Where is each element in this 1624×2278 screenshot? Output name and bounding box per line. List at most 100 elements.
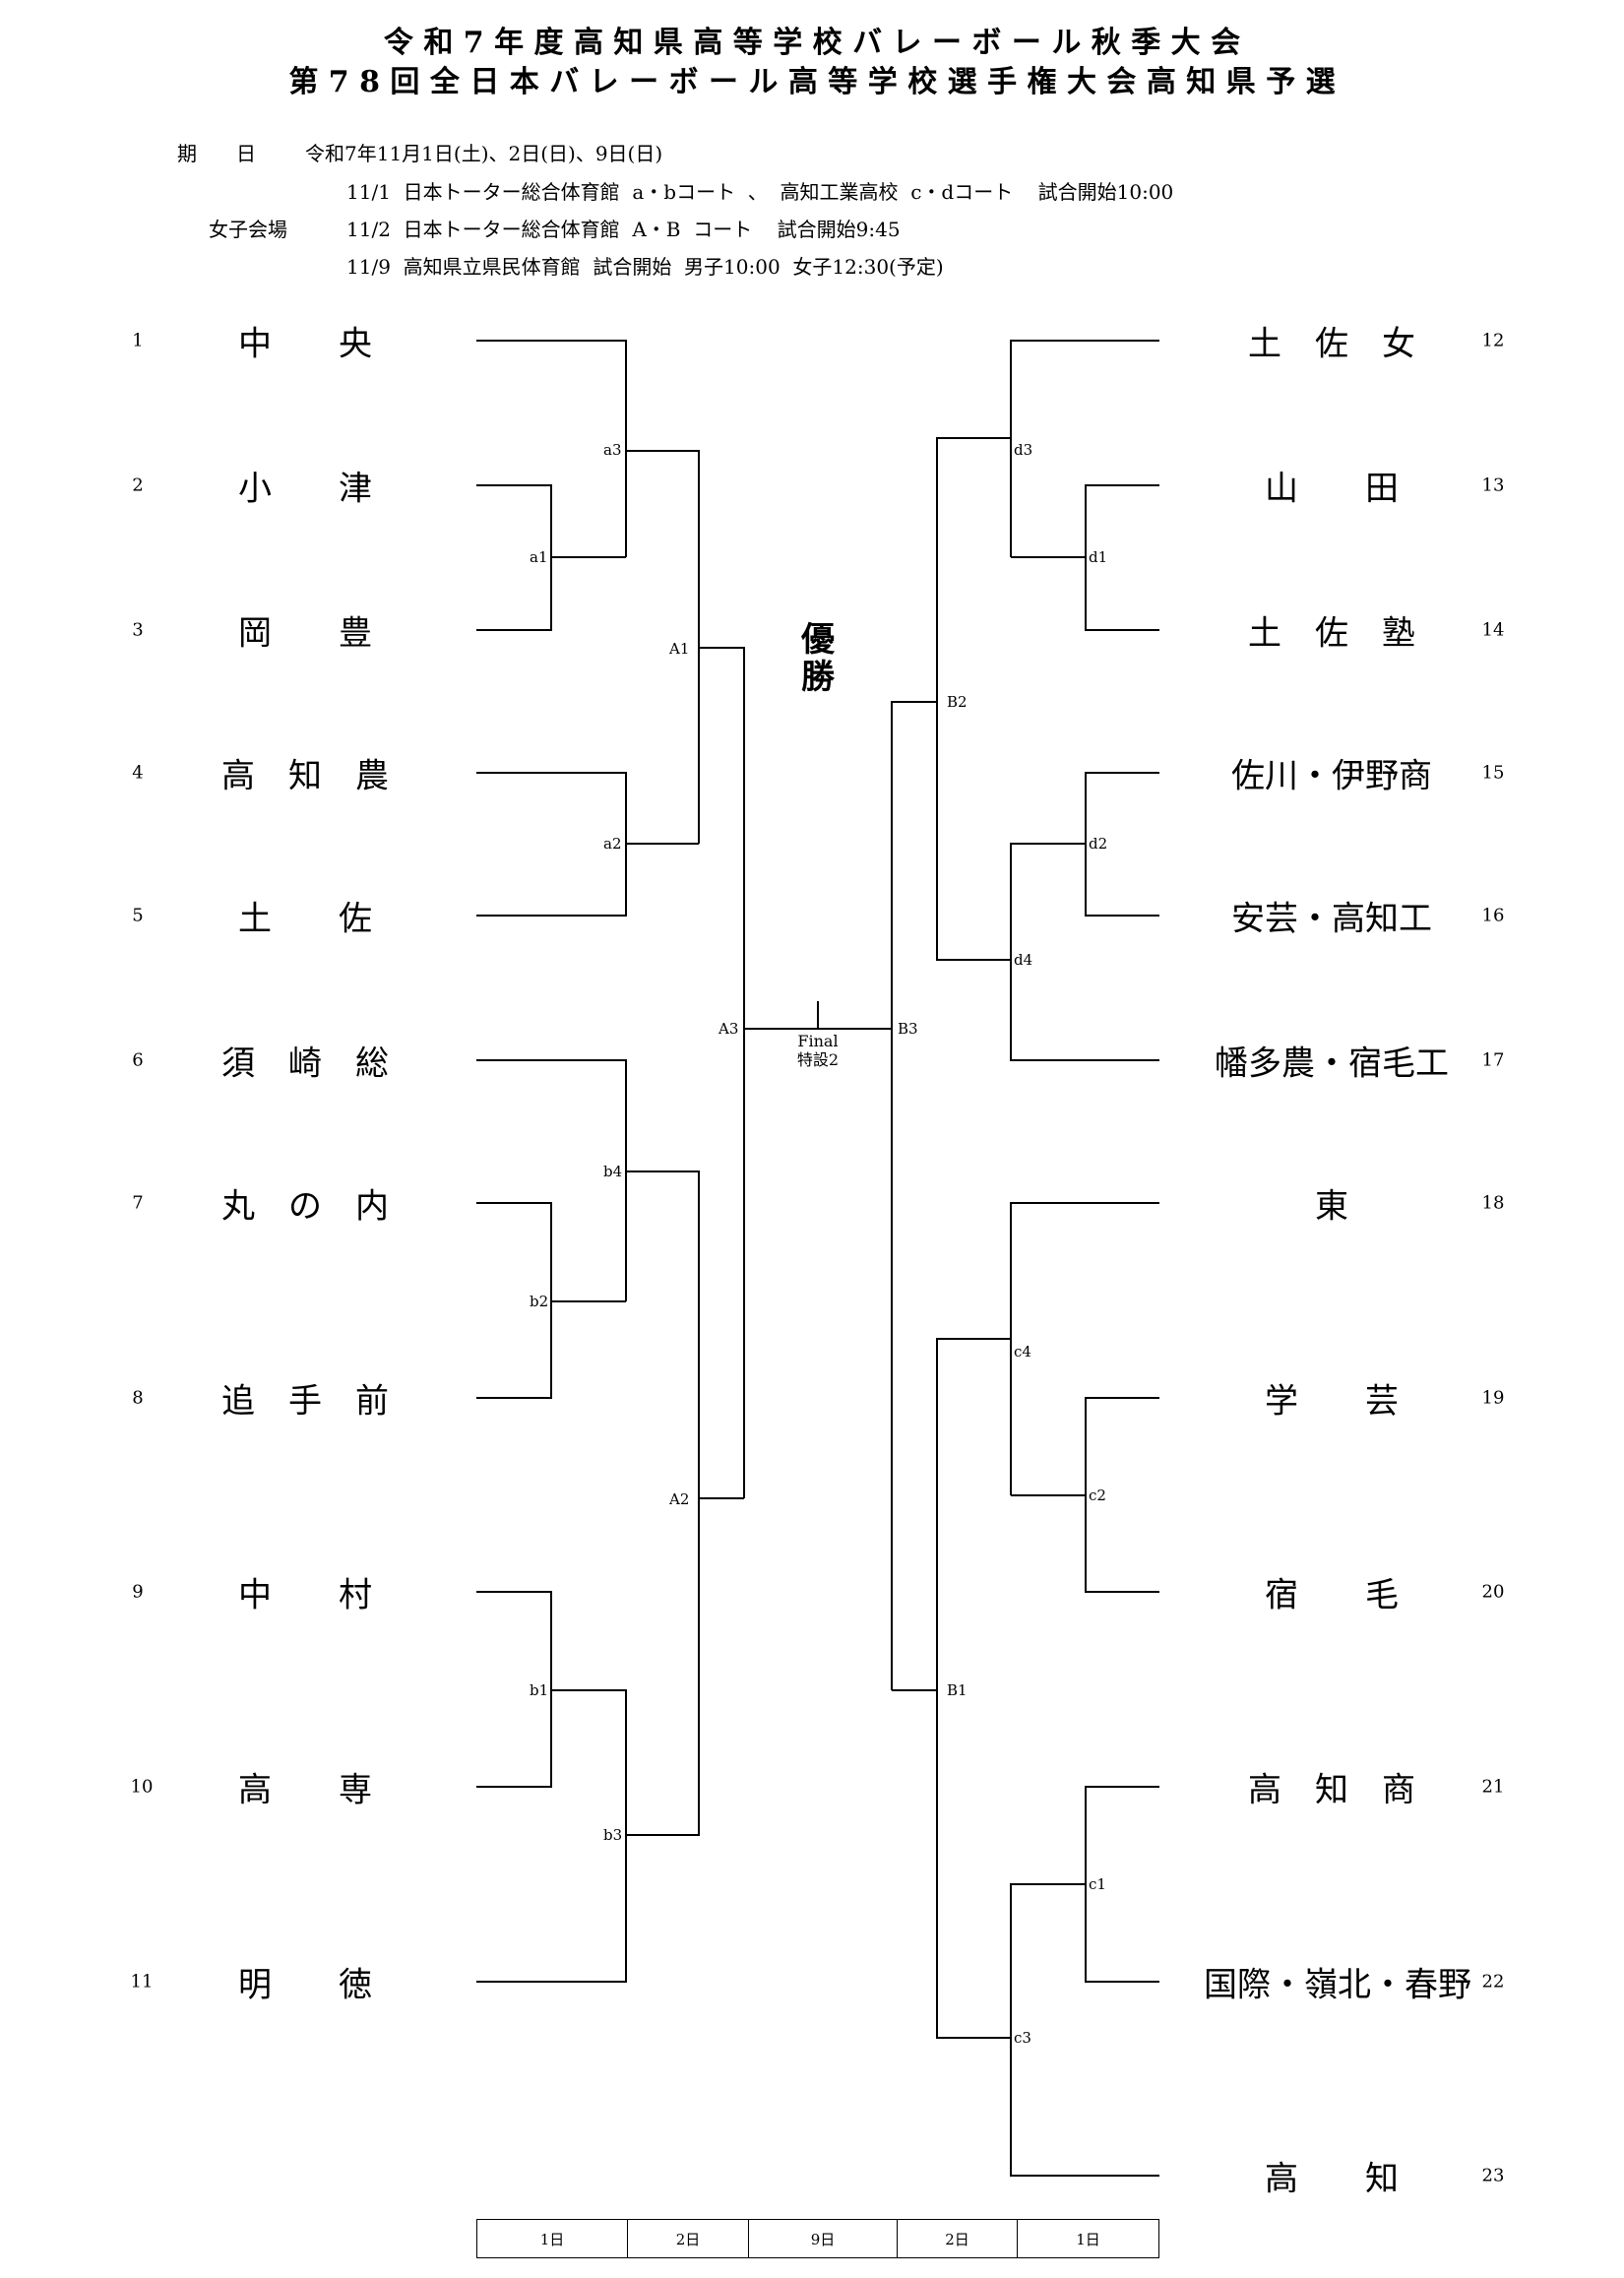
title-line-1: 令 和 7 年 度 高 知 県 高 等 学 校 バ レ ー ボ ー ル 秋 季 … [383,26,1241,60]
match-label-c4: c4 [1014,1343,1031,1360]
match-label-c1: c1 [1089,1875,1106,1893]
venue-label: 女子会場 [209,218,287,241]
match-label-d1: d1 [1089,548,1108,566]
day-cell: 1日 [1076,2230,1100,2248]
team-name: 国際・嶺北・春野 [1204,1965,1471,2005]
champion-label-2: 勝 [801,658,835,697]
team-name: 明 徳 [238,1965,372,2005]
bracket-line-d3-d4 [936,437,1011,961]
team-name: 佐川・伊野商 [1231,756,1432,796]
team-name: 高 知 [1265,2159,1399,2199]
seed-number: 7 [132,1192,144,1214]
bracket-line-6 [476,1059,627,1301]
match-label-a2: a2 [603,835,622,853]
team-name: 須 崎 総 [221,1044,389,1084]
match-label-c3: c3 [1014,2029,1031,2047]
day-cell: 2日 [628,2220,749,2257]
team-name: 中 村 [238,1575,372,1615]
seed-number: 1 [132,330,144,351]
seed-number: 12 [1481,330,1505,351]
day-cell: 2日 [898,2220,1018,2257]
team-name: 学 芸 [1265,1381,1399,1422]
seed-number: 20 [1481,1581,1505,1603]
bracket-line-c4 [1010,1202,1159,1495]
match-label-a3: a3 [603,441,622,459]
team-name: 土 佐 塾 [1248,613,1415,654]
match-label-b4: b4 [603,1163,623,1180]
match-label-c2: c2 [1089,1487,1106,1504]
team-name: 東 [1315,1186,1348,1227]
team-name: 追 手 前 [221,1381,389,1422]
match-label-A3: A3 [718,1020,739,1038]
day-cell: 9日 [749,2220,898,2257]
seed-number: 8 [132,1387,144,1409]
schedule-1101: 11/1 日本トーター総合体育館 a・bコート 、 高知工業高校 c・dコート … [346,180,1174,204]
schedule-1109: 11/9 高知県立県民体育館 試合開始 男子10:00 女子12:30(予定) [346,255,944,279]
bracket-line-right-12 [1010,340,1159,557]
team-name: 高 専 [238,1770,372,1810]
seed-number: 19 [1481,1387,1505,1409]
match-label-b2: b2 [530,1293,549,1310]
match-label-B3: B3 [898,1020,918,1038]
team-name: 土 佐 女 [1248,324,1415,364]
seed-number: 13 [1481,475,1505,496]
seed-number: 5 [132,905,144,926]
seed-number: 23 [1481,2165,1505,2186]
seed-number: 17 [1481,1049,1505,1071]
seed-number: 14 [1481,619,1505,641]
bracket-line-A1 [699,647,745,1498]
bracket-line-d4 [1010,843,1159,1061]
bracket-line-a3 [626,450,700,844]
seed-number: 22 [1481,1971,1505,1993]
match-label-B1: B1 [947,1681,968,1699]
seed-number: 21 [1481,1776,1505,1798]
seed-number: 2 [132,475,144,496]
bracket-line-b4 [626,1171,700,1498]
match-label-A1: A1 [669,640,690,658]
day-schedule-row: 1日 2日 9日 2日 1日 [476,2219,1159,2258]
match-label-b1: b1 [530,1681,549,1699]
bracket-line-c3 [1010,1883,1159,2177]
seed-number: 3 [132,619,144,641]
seed-number: 10 [130,1776,154,1798]
team-name: 高 知 商 [1248,1770,1415,1810]
period-value: 令和7年11月1日(土)、2日(日)、9日(日) [305,142,663,165]
schedule-1102: 11/2 日本トーター総合体育館 A・B コート 試合開始9:45 [346,218,901,241]
seed-number: 18 [1481,1192,1505,1214]
final-title: Final [797,1032,839,1050]
final-label: Final 特設2 [759,1032,877,1069]
team-name: 土 佐 [238,899,372,939]
seed-number: 15 [1481,762,1505,784]
team-name: 丸 の 内 [221,1186,389,1227]
match-label-d4: d4 [1014,951,1033,969]
bracket-line-B2 [891,701,937,1690]
day-cell: 1日 [477,2220,628,2257]
team-name: 中 央 [238,324,372,364]
team-name: 宿 毛 [1265,1575,1399,1615]
match-label-A2: A2 [669,1490,690,1508]
match-label-B2: B2 [947,693,968,711]
seed-number: 11 [130,1971,154,1993]
bracket-line-left-1 [476,340,627,557]
team-name: 高 知 農 [221,756,389,796]
champion-label-1: 優 [801,620,835,660]
team-name: 山 田 [1265,469,1399,509]
team-name: 幡多農・宿毛工 [1215,1044,1449,1084]
match-label-d2: d2 [1089,835,1108,853]
bracket-line-b3-out [626,1498,700,1836]
seed-number: 4 [132,762,144,784]
bracket-line-B1 [936,1338,1011,2039]
match-label-b3: b3 [603,1826,623,1844]
seed-number: 16 [1481,905,1505,926]
match-label-d3: d3 [1014,441,1033,459]
final-court: 特設2 [796,1050,840,1069]
title-line-2: 第 7 8 回 全 日 本 バ レ ー ボ ー ル 高 等 学 校 選 手 権 … [288,65,1336,99]
period-label: 期 日 [177,142,256,165]
team-name: 安芸・高知工 [1231,899,1432,939]
team-name: 小 津 [238,469,372,509]
match-label-a1: a1 [530,548,548,566]
seed-number: 6 [132,1049,144,1071]
team-name: 岡 豊 [238,613,372,654]
seed-number: 9 [132,1581,144,1603]
